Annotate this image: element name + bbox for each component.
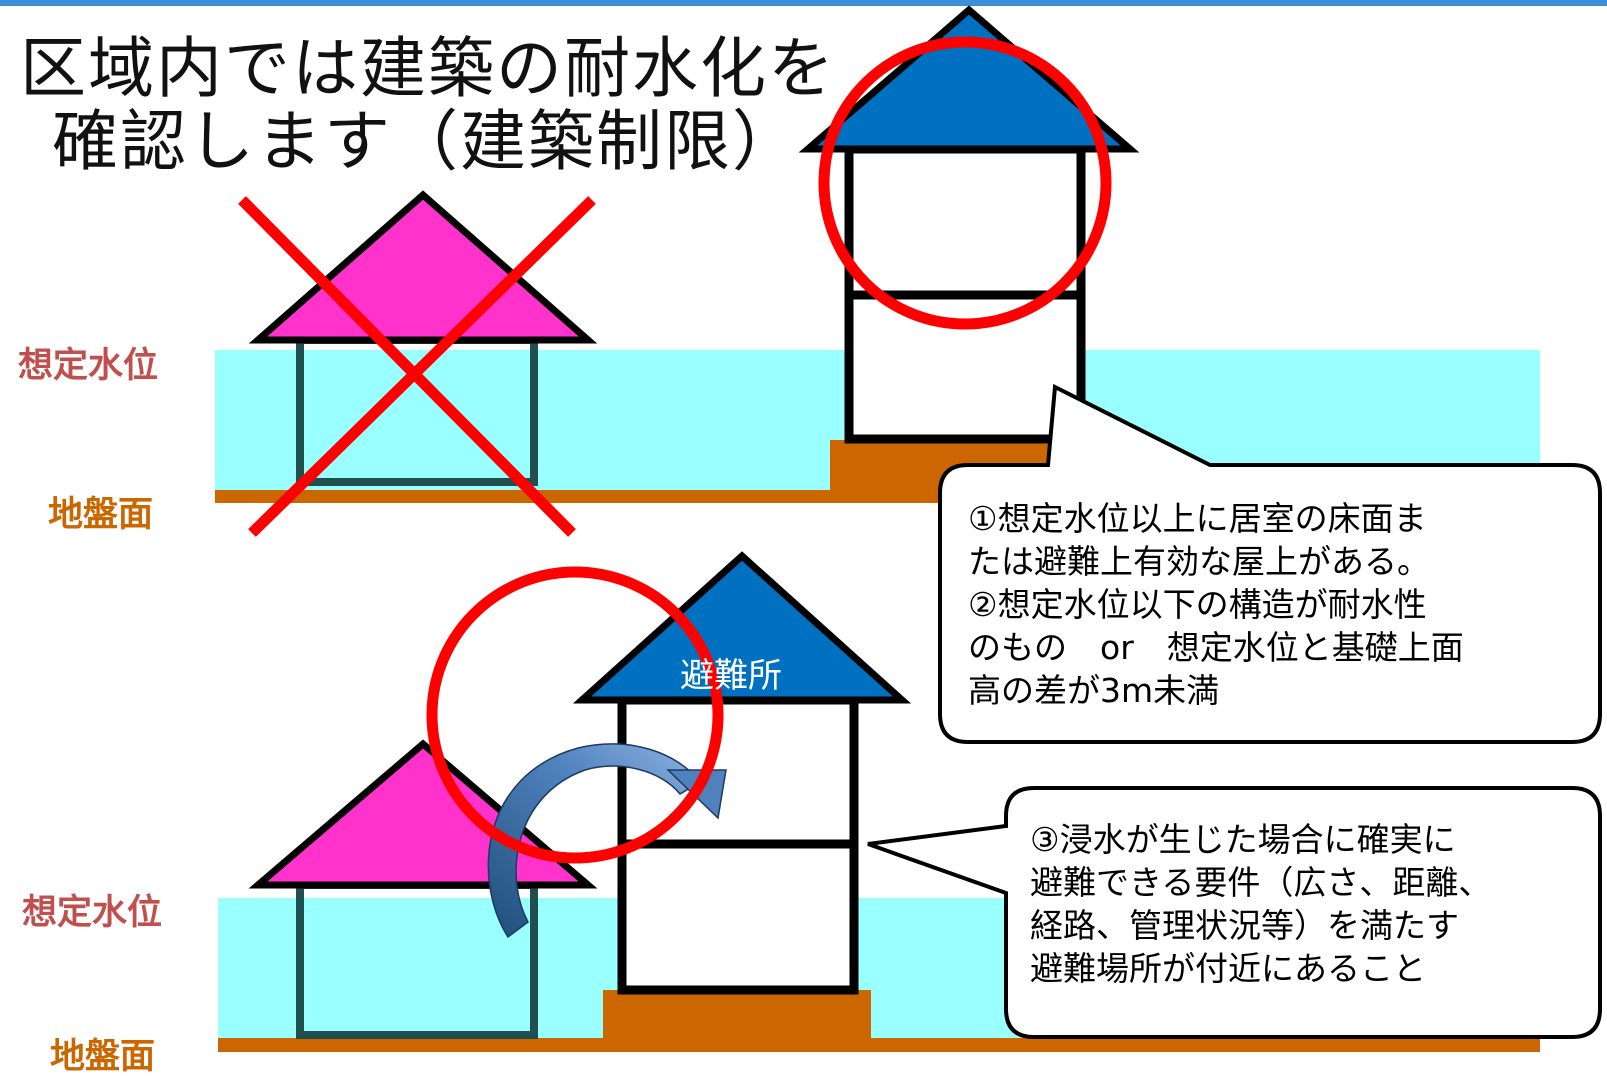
red-approval-circle-bottom [426,566,724,864]
shelter-building [572,551,912,995]
callout-bottom-line-1: ③浸水が生じた場合に確実に [1030,820,1456,859]
shelter-roof-icon [572,551,912,704]
ground-level-label-top: 地盤面 [48,495,154,535]
callout-top-line-2: たは避難上有効な屋上がある。 [968,542,1430,581]
callout-text-bottom: ③浸水が生じた場合に確実に 避難できる要件（広さ、距離、 経路、管理状況等）を満… [1030,818,1491,990]
callout-text-top: ①想定水位以上に居室の床面ま たは避難上有効な屋上がある。 ②想定水位以下の構造… [968,497,1464,712]
ground-line-top [215,490,835,503]
callout-top-line-3: ②想定水位以下の構造が耐水性 [968,585,1427,624]
callout-bubble-top [938,383,1602,744]
callout-bottom-line-4: 避難場所が付近にあること [1030,949,1426,988]
callout-top-line-5: 高の差が3m未満 [968,671,1220,710]
callout-bottom-line-3: 経路、管理状況等）を満たす [1030,906,1459,945]
page-title-line-2: 確認します（建築制限） [52,103,800,180]
callout-bubble-bottom [867,786,1602,1039]
red-cross-icon [238,196,596,537]
foundation-bottom [603,990,871,1040]
ground-level-label-bottom: 地盤面 [50,1037,156,1077]
callout-top-line-1: ①想定水位以上に居室の床面ま [968,499,1427,538]
shelter-label: 避難所 [680,656,782,696]
red-approval-circle-top [818,36,1112,330]
callout-bottom-line-2: 避難できる要件（広さ、距離、 [1030,863,1492,902]
callout-top-line-4: のもの or 想定水位と基礎上面 [968,628,1464,667]
page-title-line-1: 区域内では建築の耐水化を [20,30,836,107]
ground-line-bottom [218,1038,1540,1052]
top-accent-bar [0,0,1607,6]
water-level-label-bottom: 想定水位 [22,893,163,933]
approved-house-tall [798,5,1140,444]
water-level-label-top: 想定水位 [18,346,159,386]
blue-roof-icon [798,5,1140,153]
